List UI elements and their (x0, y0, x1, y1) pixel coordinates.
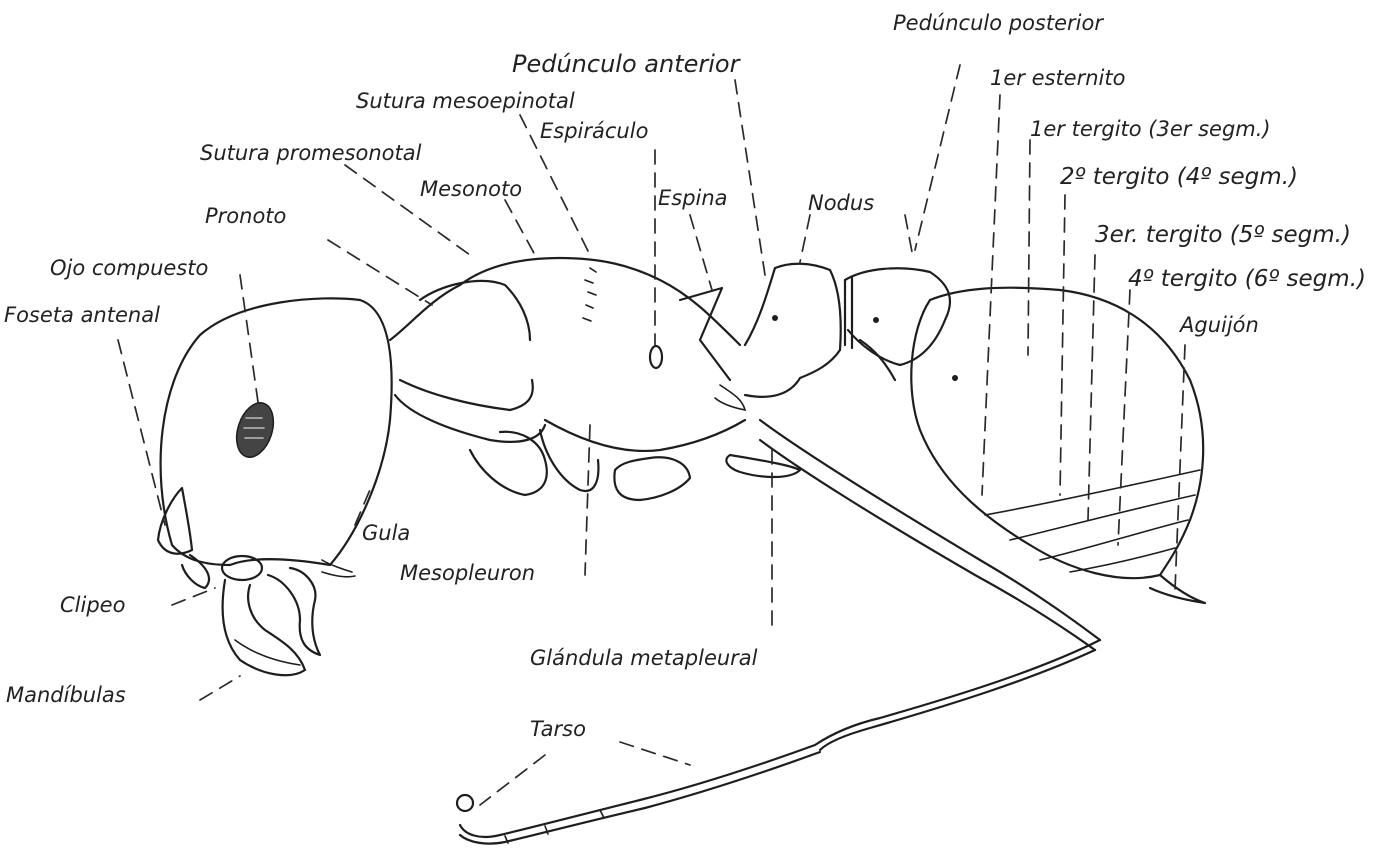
leader-segundo-tergito (1060, 195, 1065, 495)
postpetiole-dot (873, 317, 879, 323)
leader-primer-esternito (982, 95, 1000, 495)
promesonotal-suture-line (420, 281, 530, 340)
label-pronoto: Pronoto (205, 204, 286, 228)
ant-body (158, 258, 1205, 844)
label-primer-tergito: 1er tergito (3er segm.) (1030, 117, 1271, 141)
leader-ojo-compuesto (240, 275, 258, 402)
leader-mesopleuron (585, 425, 590, 575)
label-espina: Espina (658, 186, 728, 210)
label-foseta-antenal: Foseta antenal (4, 303, 160, 327)
gaster-spiracle (952, 375, 958, 381)
gaster-segment-3 (1040, 520, 1188, 560)
leader-tarso-left (480, 755, 545, 805)
label-espiraculo: Espiráculo (540, 119, 648, 143)
mid-leg-segment (726, 455, 800, 477)
label-glandula-metapleural: Glándula metapleural (530, 646, 758, 670)
leader-clipeo (172, 588, 215, 605)
label-sutura-promesonotal: Sutura promesonotal (200, 141, 422, 165)
spiracle (650, 346, 662, 368)
leader-cuarto-tergito (1118, 290, 1130, 545)
leader-mandibulas (200, 676, 240, 700)
leader-nodus-right (905, 215, 912, 252)
petiole-dot (772, 315, 778, 321)
tarsus (460, 745, 815, 837)
gaster-segment-1 (985, 470, 1200, 515)
compound-eye (230, 398, 280, 462)
metapleural-gland (715, 385, 745, 410)
mesoepinotal-suture (583, 268, 596, 321)
label-mesonoto: Mesonoto (420, 177, 522, 201)
mesopleuron-lower (545, 420, 745, 451)
label-gula: Gula (362, 521, 410, 545)
pronotum-lower (400, 380, 533, 410)
gula-detail (322, 560, 355, 577)
propodeal-spine (680, 288, 730, 380)
mandible-teeth (235, 640, 300, 665)
clypeus (182, 555, 209, 588)
leader-nodus (800, 215, 810, 262)
leader-primer-tergito (1028, 140, 1030, 355)
hind-femur-lower (760, 440, 1095, 650)
label-segundo-tergito: 2º tergito (4º segm.) (1060, 164, 1298, 190)
leader-foseta-antenal (118, 340, 165, 525)
label-pedunculo-anterior: Pedúnculo anterior (512, 50, 742, 78)
gaster-segment-2 (1010, 495, 1195, 540)
clypeus-plate (222, 556, 262, 580)
tarsal-claw (457, 795, 473, 811)
leader-gula (355, 485, 372, 525)
label-mesopleuron: Mesopleuron (400, 561, 535, 585)
mesosoma-dorsal (390, 258, 740, 345)
gaster-outline (911, 288, 1203, 578)
label-pedunculo-posterior: Pedúnculo posterior (893, 11, 1104, 35)
leader-espina (690, 215, 712, 290)
hind-coxa (614, 457, 690, 500)
labels: Pedúnculo posterior Pedúnculo anterior 1… (4, 11, 1366, 741)
postpetiole (845, 268, 950, 365)
gaster-segment-4 (1070, 548, 1175, 572)
hind-tibia-lower (820, 650, 1095, 750)
head-outline (161, 298, 392, 565)
label-tercer-tergito: 3er. tergito (5º segm.) (1095, 222, 1351, 248)
leader-mesonoto (505, 200, 535, 255)
stinger (1150, 575, 1205, 603)
leader-pedunculo-anterior (735, 80, 765, 275)
label-tarso: Tarso (530, 717, 586, 741)
label-clipeo: Clipeo (60, 593, 125, 617)
label-nodus: Nodus (808, 191, 874, 215)
label-sutura-mesoepinotal: Sutura mesoepinotal (356, 89, 575, 113)
mandible-right (268, 568, 320, 655)
label-cuarto-tergito: 4º tergito (6º segm.) (1128, 266, 1366, 292)
petiole (745, 264, 841, 397)
label-ojo-compuesto: Ojo compuesto (50, 256, 208, 280)
leader-lines (118, 65, 1185, 805)
tarsus-lower (460, 752, 820, 844)
leader-aguijon (1175, 345, 1185, 590)
label-primer-esternito: 1er esternito (990, 66, 1125, 90)
label-aguijon: Aguijón (1178, 313, 1259, 337)
leader-pedunculo-posterior (915, 65, 960, 250)
label-mandibulas: Mandíbulas (6, 683, 126, 707)
postpetiole-constriction (845, 278, 852, 348)
leader-pronoto (328, 240, 432, 305)
leader-tarso-right (620, 742, 690, 765)
hind-tibia (815, 640, 1100, 745)
